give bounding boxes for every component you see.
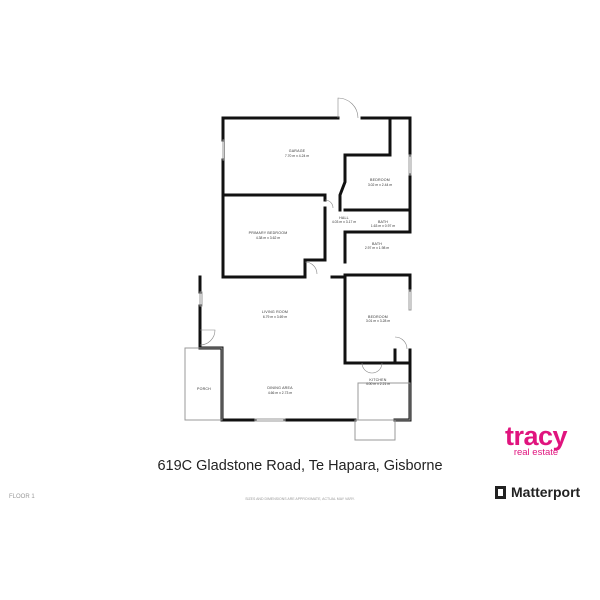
room-dims: 3.02 m x 2.44 m [368, 183, 392, 187]
floor-label: FLOOR 1 [9, 494, 35, 500]
room-name: BEDROOM [370, 178, 390, 182]
property-address: 619C Gladstone Road, Te Hapara, Gisborne [157, 458, 443, 474]
room-dims: 3.01 m x 3.28 m [366, 319, 390, 323]
walls [198, 116, 412, 422]
room-labels: GARAGE 7.70 m x 4.24 m BEDROOM 3.02 m x … [197, 149, 395, 395]
room-dims: 4.03 m x 3.17 m [332, 220, 356, 224]
room-dims: 4.00 m x 2.21 m [366, 382, 390, 386]
room-name: HALL [339, 216, 349, 220]
room-dims: 2.97 m x 1.98 m [365, 246, 389, 250]
matterport-logo-icon [495, 485, 506, 499]
room-name: LIVING ROOM [262, 310, 288, 314]
room-name: DINING AREA [267, 386, 293, 390]
room-dims: 6.79 m x 3.69 m [263, 315, 287, 319]
doors [199, 97, 408, 374]
room-dims: 1.63 m x 0.97 m [371, 224, 395, 228]
matterport-label: Matterport [511, 484, 581, 500]
brand-sub: real estate [513, 447, 559, 458]
room-name: PRIMARY BEDROOM [249, 231, 288, 235]
windows [184, 139, 412, 441]
room-name: BEDROOM [368, 315, 388, 319]
room-name: PORCH [197, 387, 211, 391]
room-name: BATH [378, 220, 388, 224]
brand-name: tracy [505, 421, 568, 451]
tracy-logo: tracy real estate [505, 421, 568, 458]
room-name: KITCHEN [369, 378, 386, 382]
room-dims: 7.70 m x 4.24 m [285, 154, 309, 158]
disclaimer: SIZES AND DIMENSIONS ARE APPROXIMATE, AC… [245, 497, 355, 501]
room-dims: 4.38 m x 3.62 m [256, 236, 280, 240]
room-name: GARAGE [289, 149, 306, 153]
matterport-logo: Matterport [495, 484, 580, 500]
room-name: BATH [372, 242, 382, 246]
room-dims: 4.66 m x 2.73 m [268, 391, 292, 395]
